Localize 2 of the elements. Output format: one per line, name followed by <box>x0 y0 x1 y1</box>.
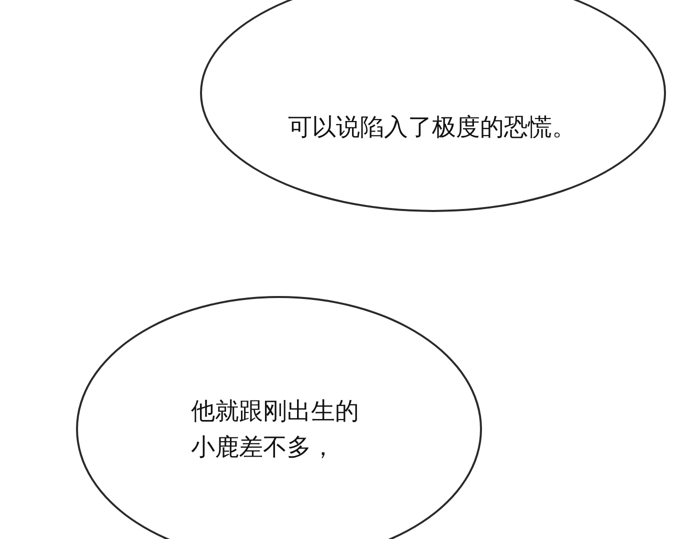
speech-text: 他就跟刚出生的小鹿差不多， <box>191 396 360 463</box>
speech-text: 可以说陷入了极度的恐慌。 <box>288 112 577 143</box>
